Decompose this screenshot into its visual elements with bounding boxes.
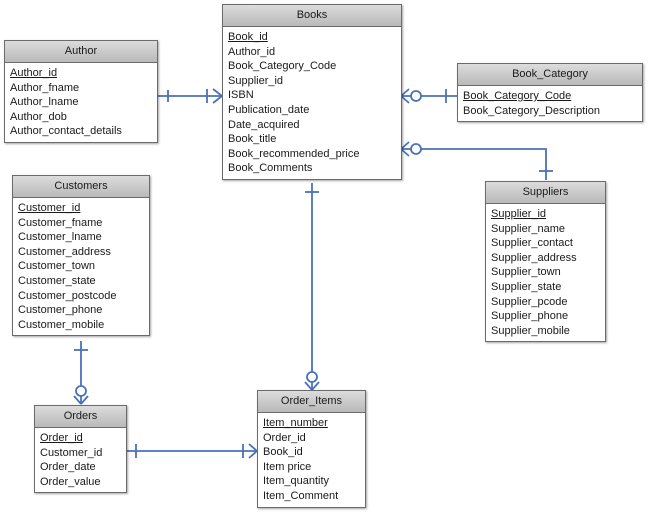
entity-field: Supplier_name	[491, 222, 565, 235]
entity-field: Publication_date	[228, 103, 310, 116]
entity-field: Date_acquired	[228, 118, 300, 131]
entity-field: Item_Comment	[263, 489, 339, 502]
entity-field: Book_title	[228, 133, 277, 146]
entity-field: Supplier_town	[491, 266, 561, 279]
entity-field: Customer_id	[40, 446, 103, 459]
entity-field: Author_lname	[10, 96, 79, 109]
entity-field: Supplier_id	[228, 74, 284, 87]
entity-field: Supplier_mobile	[491, 324, 570, 337]
entity-field: Order_id	[263, 431, 306, 444]
entity-field: Book_Category_Code	[228, 60, 337, 73]
entity-field: Customer_lname	[18, 231, 102, 244]
entity-field: Customer_mobile	[18, 318, 105, 331]
entity-field: Author_id	[228, 45, 276, 58]
entity-field: ISBN	[228, 89, 254, 102]
entity-field: Customer_id	[18, 202, 81, 214]
entity-field: Author_contact_details	[10, 125, 122, 138]
connector-books-orderitems	[304, 183, 320, 391]
entity-field: Order_id	[40, 432, 83, 444]
connector-suppliers-books	[400, 141, 553, 180]
entity-field: Order_value	[40, 475, 101, 488]
entity-field: Author_fname	[10, 81, 80, 94]
entity-field: Customer_town	[18, 260, 96, 273]
entity-field: Item_number	[263, 417, 328, 429]
entity-field: Author_id	[10, 67, 58, 79]
connector-customers-orders	[73, 341, 89, 405]
entity-field: Book_id	[263, 446, 303, 459]
entity-field: Customer_postcode	[18, 289, 117, 302]
entity-title: Book_Category	[458, 64, 642, 86]
entity-field: Supplier_contact	[491, 237, 573, 250]
entity-field: Item_quantity	[263, 475, 330, 488]
entity-field: Book_recommended_price	[228, 147, 360, 160]
entity-field: Customer_address	[18, 245, 111, 258]
entity-field: Customer_fname	[18, 216, 103, 229]
entity-field: Customer_phone	[18, 304, 103, 317]
entity-field: Item price	[263, 460, 312, 473]
entity-field: Supplier_address	[491, 251, 577, 264]
connector-author-books	[157, 88, 223, 104]
entity-title: Suppliers	[486, 182, 605, 204]
entity-field: Book_Comments	[228, 162, 313, 175]
entity-field: Book_Category_Code	[463, 90, 572, 102]
entity-title: Author	[5, 41, 157, 63]
entity-field: Supplier_pcode	[491, 295, 568, 308]
entity-title: Books	[223, 5, 401, 27]
entity-field: Customer_state	[18, 274, 96, 287]
connector-orders-orderitems	[126, 443, 258, 459]
entity-field: Book_id	[228, 31, 268, 43]
connector-bookcategory-books	[400, 88, 457, 104]
entity-field: Book_Category_Description	[463, 104, 600, 117]
entity-field: Supplier_state	[491, 280, 562, 293]
entity-field: Order_date	[40, 461, 96, 474]
entity-field: Author_dob	[10, 110, 67, 123]
entity-field: Supplier_phone	[491, 310, 569, 323]
entity-field: Supplier_id	[491, 208, 547, 220]
entity-title: Order_Items	[258, 391, 365, 413]
entity-title: Orders	[35, 406, 126, 428]
entity-title: Customers	[13, 176, 149, 198]
